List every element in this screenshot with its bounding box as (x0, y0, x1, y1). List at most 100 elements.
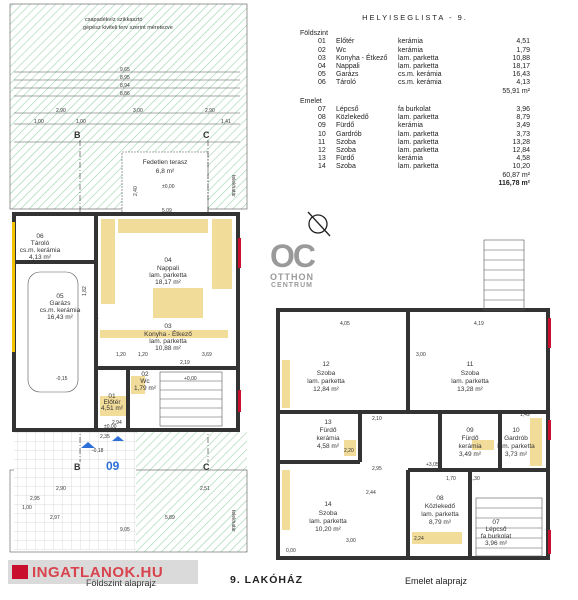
dim-ground-17: 2,97 (50, 515, 60, 521)
boundary-label-3: telekhatár (230, 510, 236, 532)
room-05-num: 05 (56, 293, 64, 300)
upper-building-outline (276, 308, 550, 560)
dim-ground-31: 2,40 (133, 186, 139, 196)
house-icon (12, 565, 28, 579)
dim-ground-28: +0,00 (184, 376, 197, 382)
schedule-n: 05 (318, 71, 326, 79)
room-09-name: Fürdő (462, 435, 479, 442)
room-10-name: Gardrób (504, 435, 528, 442)
schedule-name: Lépcső (336, 106, 359, 114)
logo-word-otthon: OTTHON (270, 272, 314, 282)
schedule-name: Közlekedő (336, 114, 369, 122)
room-12-area: 12,84 m² (313, 386, 339, 393)
schedule-mat: kerámia (398, 155, 423, 163)
dim-ground-29: ±0,00 (162, 184, 175, 190)
upper-floor-plan: 12 Szoba lam. parketta 12,84 m² 11 Szoba… (276, 211, 551, 560)
room-10-area: 3,73 m² (505, 451, 528, 458)
terrace (121, 151, 209, 217)
paved-driveway (14, 432, 136, 550)
room-13-area: 4,58 m² (317, 443, 340, 450)
garage-door (12, 222, 15, 352)
room-01-num: 01 (108, 393, 116, 400)
schedule-n: 08 (318, 114, 326, 122)
dim-ground-15: 3,69 (202, 352, 212, 358)
kitchen-counter (101, 219, 115, 304)
wardrobe (100, 396, 126, 416)
schedule-mat: fa burkolat (398, 106, 431, 114)
red-marker-3 (548, 318, 551, 348)
schedule-name: Konyha - Étkező (336, 54, 388, 62)
dim-ground-5: 3,00 (133, 108, 143, 114)
schedule-n: 11 (318, 138, 326, 146)
room-03-name: Konyha - Étkező (144, 329, 192, 338)
schedule-mat: kerámia (398, 46, 423, 54)
otthon-centrum-logo: OC OTTHON CENTRUM (256, 240, 328, 289)
room-10-num: 10 (512, 427, 520, 434)
dim-ground-11: 7,72 (94, 312, 100, 322)
ground-subtotal: 55,91 m² (502, 87, 530, 95)
room-09-mat: kerámia (458, 443, 482, 450)
schedule-name: Szoba (336, 163, 356, 171)
ground-stairs (159, 371, 223, 427)
logo-word-centrum: CENTRUM (271, 282, 313, 289)
dim-upper-10: 2,95 (372, 466, 382, 472)
entry-arrow-1 (81, 442, 95, 448)
schedule-area: 16,43 (512, 71, 530, 79)
schedule-area: 10,88 (512, 54, 530, 62)
schedule-name: Garázs (336, 71, 359, 79)
schedule-n: 09 (318, 122, 326, 130)
schedule-title: HELYISEGLISTA - 9. (362, 13, 468, 22)
ground-dimension-lines (14, 71, 240, 143)
section-c-top: C (203, 130, 210, 140)
schedule-name: Előtér (336, 38, 355, 46)
north-arrow (307, 211, 331, 237)
schedule-mat: lam. parketta (398, 163, 439, 171)
dim-ground-22: 2,51 (200, 486, 210, 492)
room-14-num: 14 (324, 501, 332, 508)
schedule-area: 13,28 (512, 138, 530, 146)
upper-heading: Emelet (300, 97, 322, 105)
dim-ground-24: 2,94 (112, 420, 122, 426)
upper-plan-label: Emelet alaprajz (405, 576, 468, 586)
dim-upper-4: 2,10 (372, 416, 382, 422)
dim-ground-18: 1,00 (22, 505, 32, 511)
dim-upper-5: 2,20 (344, 448, 354, 454)
dim-upper-6: 1,49 (520, 412, 530, 418)
section-c-bottom: C (203, 462, 210, 472)
schedule-n: 12 (318, 147, 326, 155)
gardrobe-shelves (530, 418, 542, 466)
section-b-top: B (74, 130, 81, 140)
corridor-cabinet (412, 532, 462, 544)
room-01-area: 4,51 m² (101, 405, 124, 412)
car-outline (27, 271, 79, 393)
dim-ground-6: 2,90 (205, 108, 215, 114)
room-08-name: Közlekedő (425, 503, 456, 510)
dim-ground-26: ±0,00 (104, 424, 117, 430)
schedule-n: 03 (318, 54, 326, 62)
schedule-name: Szoba (336, 138, 356, 146)
watermark-text: INGATLANOK.HU (32, 563, 164, 581)
room-13-name: Fürdő (320, 427, 337, 434)
logo-mark: OC (270, 238, 316, 274)
drainage-note-1: csapadékvíz szikkasztó (85, 17, 142, 23)
schedule-n: 07 (318, 106, 326, 114)
schedule-mat: lam. parketta (398, 114, 439, 122)
room-07-num: 07 (492, 519, 500, 526)
room-12-name: Szoba (317, 370, 336, 377)
dim-ground-14: 2,19 (180, 360, 190, 366)
schedule-area: 12,84 (512, 147, 530, 155)
red-marker-2 (238, 390, 241, 412)
schedule-n: 01 (318, 38, 326, 46)
room-02-name: Wc (140, 378, 150, 385)
terrace-area: 6,8 m² (156, 168, 175, 175)
room-04-area: 18,17 m² (155, 279, 181, 286)
